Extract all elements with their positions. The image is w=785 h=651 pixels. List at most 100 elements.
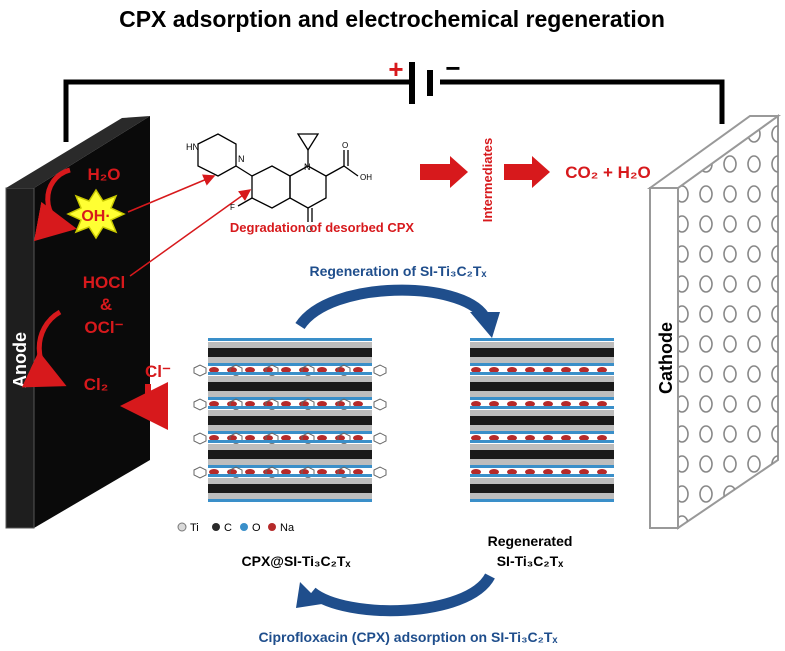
sodium-ion bbox=[525, 435, 535, 441]
cpx-molecule bbox=[193, 364, 207, 377]
sodium-ion bbox=[561, 469, 571, 475]
sodium-ion bbox=[525, 469, 535, 475]
species-ocl: OCl⁻ bbox=[84, 318, 123, 337]
cpx-loaded-mxene-stack bbox=[193, 338, 387, 502]
sodium-ion bbox=[507, 401, 517, 407]
atom-legend: Ti C O Na bbox=[177, 522, 295, 534]
mxene-layer bbox=[208, 440, 372, 468]
legend-c: C bbox=[224, 522, 232, 534]
cpx-molecule bbox=[373, 432, 387, 445]
legend-o-swatch bbox=[240, 523, 248, 531]
left-stack-label: CPX@SI-Ti₃C₂Tₓ bbox=[242, 553, 352, 569]
cathode-label: Cathode bbox=[656, 322, 676, 394]
sodium-ion bbox=[489, 469, 499, 475]
mol-nh: HN bbox=[186, 142, 199, 152]
sodium-ion bbox=[317, 401, 327, 407]
mxene-layer bbox=[470, 372, 614, 400]
anode-plate: Anode bbox=[5, 116, 150, 529]
mol-oh: OH bbox=[360, 173, 372, 182]
sodium-ion bbox=[245, 435, 255, 441]
legend-na-swatch bbox=[268, 523, 276, 531]
sodium-ion bbox=[579, 367, 589, 373]
species-cl-ion: Cl⁻ bbox=[145, 362, 171, 381]
legend-c-swatch bbox=[212, 523, 220, 531]
adsorption-label: Ciprofloxacin (CPX) adsorption on SI-Ti₃… bbox=[258, 629, 558, 645]
sodium-ion bbox=[507, 367, 517, 373]
sodium-ion bbox=[561, 367, 571, 373]
regeneration-arrow bbox=[295, 284, 489, 330]
sodium-ion bbox=[245, 401, 255, 407]
products-label: CO₂ + H₂O bbox=[565, 163, 650, 182]
pathway-arrow-1 bbox=[420, 156, 468, 188]
sodium-ion bbox=[489, 435, 499, 441]
sodium-ion bbox=[317, 367, 327, 373]
regeneration-arrowhead bbox=[470, 312, 500, 338]
sodium-ion bbox=[317, 469, 327, 475]
sodium-ion bbox=[525, 401, 535, 407]
legend-na: Na bbox=[280, 522, 295, 534]
battery-plus-sign: + bbox=[388, 54, 403, 84]
regenerated-mxene-stack bbox=[470, 338, 614, 502]
intermediates-label: Intermediates bbox=[480, 138, 495, 223]
legend-ti: Ti bbox=[190, 522, 199, 534]
sodium-ion bbox=[281, 401, 291, 407]
chloride-arrow bbox=[120, 382, 168, 430]
legend-ti-swatch bbox=[177, 522, 187, 532]
cpx-molecule bbox=[373, 398, 387, 411]
anode-label: Anode bbox=[10, 332, 30, 388]
adsorption-arrowhead bbox=[296, 582, 322, 608]
sodium-ion bbox=[561, 401, 571, 407]
sodium-ion bbox=[209, 435, 219, 441]
mxene-layer bbox=[208, 406, 372, 434]
sodium-ion bbox=[471, 435, 481, 441]
hocl-attack-arrow bbox=[129, 189, 252, 277]
sodium-ion bbox=[597, 435, 607, 441]
sodium-ion bbox=[353, 435, 363, 441]
sodium-ion bbox=[209, 469, 219, 475]
cpx-molecule bbox=[193, 432, 207, 445]
sodium-ion bbox=[353, 401, 363, 407]
sodium-ion bbox=[245, 367, 255, 373]
regeneration-label: Regeneration of SI-Ti₃C₂Tₓ bbox=[309, 263, 487, 279]
mol-n1: N bbox=[238, 154, 245, 164]
sodium-ion bbox=[471, 401, 481, 407]
sodium-ion bbox=[317, 435, 327, 441]
cpx-molecule bbox=[373, 364, 387, 377]
sodium-ion bbox=[561, 435, 571, 441]
sodium-ion bbox=[507, 469, 517, 475]
mxene-layer bbox=[470, 338, 614, 366]
sodium-ion bbox=[543, 435, 553, 441]
right-stack-label-line2: SI-Ti₃C₂Tₓ bbox=[497, 553, 564, 569]
adsorption-arrow bbox=[308, 572, 495, 617]
diagram-title: CPX adsorption and electrochemical regen… bbox=[119, 6, 665, 32]
sodium-ion bbox=[597, 469, 607, 475]
sodium-ion bbox=[579, 435, 589, 441]
mxene-layer bbox=[208, 372, 372, 400]
species-h2o: H₂O bbox=[87, 165, 120, 184]
mol-o-acid: O bbox=[342, 141, 348, 150]
oh-attack-arrow bbox=[127, 174, 216, 213]
sodium-ion bbox=[489, 401, 499, 407]
sodium-ion bbox=[543, 367, 553, 373]
sodium-ion bbox=[597, 367, 607, 373]
cpx-molecule bbox=[193, 466, 207, 479]
mol-f: F bbox=[230, 203, 235, 212]
battery-minus-sign: − bbox=[445, 53, 460, 83]
water-cycle-arrow bbox=[33, 167, 77, 242]
circuit-wire bbox=[63, 79, 725, 142]
sodium-ion bbox=[507, 435, 517, 441]
species-amp: & bbox=[100, 295, 112, 314]
sodium-ion bbox=[209, 367, 219, 373]
oh-radical-burst: OH· bbox=[66, 188, 126, 240]
mol-o-keto: O bbox=[306, 224, 313, 234]
sodium-ion bbox=[471, 367, 481, 373]
sodium-ion bbox=[579, 469, 589, 475]
species-hocl: HOCl bbox=[83, 273, 126, 292]
species-oh-radical: OH· bbox=[81, 208, 110, 225]
sodium-ion bbox=[281, 367, 291, 373]
sodium-ion bbox=[471, 469, 481, 475]
sodium-ion bbox=[245, 469, 255, 475]
sodium-ion bbox=[209, 401, 219, 407]
cpx-molecule bbox=[193, 398, 207, 411]
chlorine-cycle-arrow bbox=[21, 309, 67, 388]
